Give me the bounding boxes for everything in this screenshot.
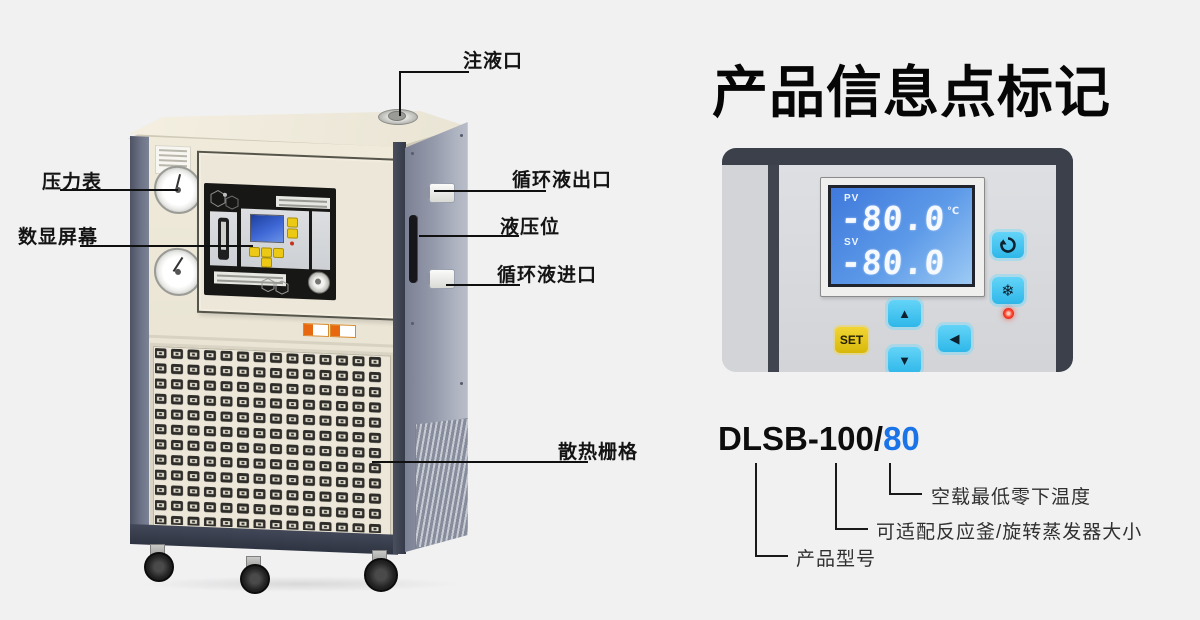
- set-button[interactable]: SET: [835, 327, 868, 353]
- callout-line: [372, 461, 588, 463]
- annotation-min-temp: 空载最低零下温度: [931, 487, 1092, 508]
- left-arrow-icon: ◀: [949, 330, 960, 346]
- side-vent-stripes: [415, 418, 468, 548]
- machine-control-panel: [204, 182, 336, 301]
- right-subpanel: [312, 211, 330, 271]
- drain-port: [308, 271, 330, 295]
- floor-shadow: [140, 576, 460, 592]
- model-prefix: DLSB-100/: [718, 420, 884, 457]
- model-number: DLSB-100/80: [718, 420, 920, 458]
- callout-inlet: 循环液进口: [497, 265, 598, 286]
- flowmeter: [218, 217, 229, 260]
- machine-left-edge: [130, 136, 149, 543]
- callout-outlet: 循环液出口: [512, 170, 613, 191]
- callout-level: 液压位: [500, 217, 561, 238]
- warning-sticker: [303, 322, 329, 337]
- callout-line: [434, 190, 546, 192]
- callout-line: [60, 189, 178, 191]
- circulating-inlet-port: [424, 269, 455, 289]
- panel-left-door: [722, 165, 768, 372]
- callout-inject-port: 注液口: [463, 51, 524, 72]
- tree-line: [889, 493, 922, 495]
- molecule-decor-icon: [261, 277, 289, 295]
- sv-value: -80.0: [839, 243, 947, 282]
- machine-front-face: [130, 136, 399, 555]
- tree-line: [835, 463, 837, 530]
- callout-line: [399, 71, 401, 116]
- cooling-button[interactable]: ❄: [992, 277, 1024, 304]
- callout-line: [80, 245, 253, 247]
- heat-dissipation-grille: [150, 342, 394, 545]
- page-title: 产品信息点标记: [712, 61, 1111, 124]
- molecule-decor-icon: [210, 189, 239, 210]
- mini-button: [273, 247, 284, 259]
- mini-lcd-screen: [250, 213, 284, 244]
- lcd-display-unit: PV -80.0 ℃ SV -80.0: [820, 177, 985, 297]
- tree-line: [835, 528, 868, 530]
- annotation-capacity: 可适配反应釜/旋转蒸发器大小: [876, 522, 1143, 543]
- mini-led: [290, 241, 294, 246]
- lcd-screen: PV -80.0 ℃ SV -80.0: [831, 188, 972, 284]
- control-panel-photo: PV -80.0 ℃ SV -80.0 SET ▲ ▼ ◀ ❄: [722, 148, 1073, 372]
- warning-sticker: [330, 324, 356, 339]
- mini-button: [261, 247, 272, 258]
- callout-digital-screen: 数显屏幕: [18, 227, 99, 248]
- down-arrow-icon: ▼: [898, 353, 911, 368]
- inject-port-cap-center: [388, 111, 406, 121]
- mini-button: [287, 228, 298, 239]
- caster-wheel: [144, 552, 174, 582]
- callout-pressure-gauge: 压力表: [42, 172, 103, 193]
- machine-corner-edge: [393, 142, 406, 554]
- snowflake-icon: ❄: [1001, 282, 1015, 300]
- circulating-outlet-port: [424, 183, 455, 203]
- left-arrow-button[interactable]: ◀: [938, 325, 971, 352]
- circulation-button[interactable]: [992, 232, 1024, 258]
- mini-button: [249, 246, 260, 258]
- tree-line: [889, 463, 891, 495]
- annotation-model-name: 产品型号: [796, 549, 877, 570]
- panel-top-frame: [722, 148, 1073, 165]
- machine-side-face: [405, 122, 468, 553]
- pv-label: PV: [844, 193, 860, 204]
- up-arrow-button[interactable]: ▲: [888, 300, 921, 327]
- model-suffix: 80: [883, 420, 920, 457]
- down-arrow-button[interactable]: ▼: [888, 347, 921, 372]
- panel-name-plate: [276, 195, 330, 210]
- circulation-icon: [1000, 237, 1016, 253]
- pressure-gauge-bottom: [154, 246, 202, 297]
- sv-label: SV: [844, 237, 860, 248]
- liquid-level-window: [409, 215, 418, 283]
- callout-grille: 散热栅格: [558, 442, 639, 463]
- callout-line: [399, 71, 469, 73]
- display-subpanel: [241, 208, 309, 270]
- pv-unit: ℃: [947, 206, 960, 217]
- pv-value: -80.0: [839, 199, 947, 238]
- up-arrow-icon: ▲: [898, 306, 911, 321]
- caster-wheel: [240, 564, 270, 594]
- power-led: [1003, 308, 1014, 319]
- caster-wheel: [364, 558, 398, 592]
- flowmeter-subpanel: [210, 211, 237, 267]
- callout-line: [446, 284, 520, 286]
- panel-right-frame: [1056, 148, 1073, 372]
- panel-door-gap: [768, 165, 779, 372]
- callout-line: [419, 235, 519, 237]
- mini-button: [261, 257, 272, 268]
- mini-button: [287, 217, 298, 228]
- tree-line: [755, 555, 788, 557]
- tree-line: [755, 463, 757, 557]
